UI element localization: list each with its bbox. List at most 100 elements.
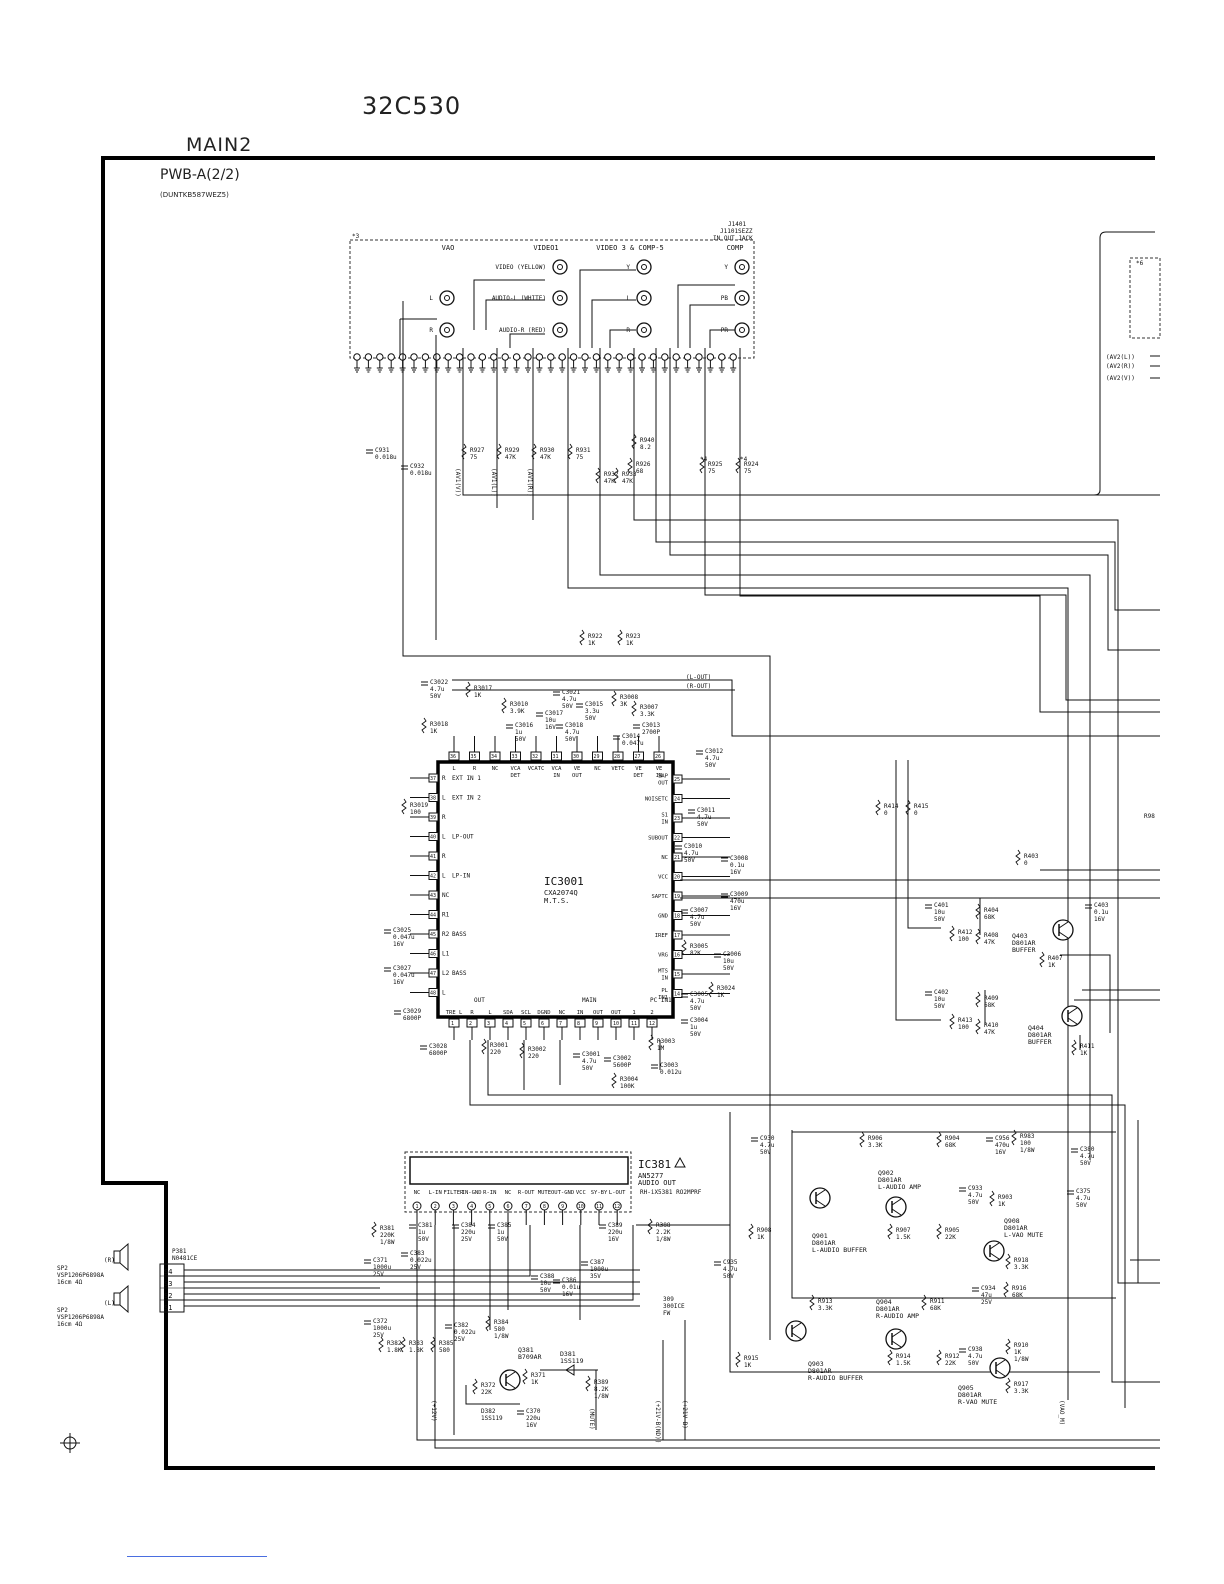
transistor-part: D801AR [812, 1239, 836, 1247]
resistor-icon [949, 925, 955, 942]
component-value: 50V [430, 693, 441, 700]
jack-connector-label: AUDIO-R (RED) [499, 327, 546, 334]
resistor-icon [887, 1223, 893, 1240]
component-value: 1M [657, 1045, 665, 1052]
component-value: 220 [490, 1049, 501, 1056]
ic3001-pin-number: 46 [430, 952, 436, 958]
component-value: 0 [1024, 860, 1028, 867]
ic381-pin-signal: OUT-GND [551, 1190, 574, 1196]
component-value: 25V [373, 1332, 384, 1339]
component-ref: C383 [410, 1250, 425, 1257]
ic3001-pin-number: 42 [430, 874, 436, 880]
ic3001-pin-signal: NC [492, 766, 499, 772]
component-ref: R411 [1080, 1043, 1095, 1050]
component-ref: C3018 [565, 722, 583, 729]
jack-connector-label: PB [721, 295, 729, 302]
net-label: (+21V-B) [681, 1400, 688, 1429]
speaker-pin-label: S1 [164, 1304, 172, 1312]
ic3001-pin-number: 2 [469, 1021, 472, 1027]
component-ref: R932 [604, 471, 619, 478]
component-ref: R409 [984, 995, 999, 1002]
component-ref: R408 [984, 932, 999, 939]
resistor-icon [809, 1294, 815, 1311]
component-ref: C370 [526, 1408, 541, 1415]
component-ref: R3018 [430, 721, 448, 728]
transistor-part: D801AR [876, 1305, 900, 1313]
ic381-pin-signal: L-OUT [609, 1190, 626, 1196]
component-ref: C3005 [690, 991, 708, 998]
component-value: 1/8W [1014, 1356, 1029, 1363]
jack-connector-icon [439, 322, 455, 338]
component-value: 100 [958, 936, 969, 943]
speaker-right-side: (R) [104, 1257, 115, 1264]
ic3001-pin-signal: VE [574, 766, 581, 772]
capacitor-icon [613, 735, 620, 740]
component-ref: R983 [1020, 1133, 1035, 1140]
ic3001-pin-signal: 1 [632, 1010, 635, 1016]
capacitor-icon [1071, 1148, 1078, 1153]
ic3001-pin-signal: VCA [552, 766, 563, 772]
component-value: 68K [984, 1002, 995, 1009]
ic3001-pin-signal: L2 [442, 970, 450, 977]
ic3001-pin-signal: VE [656, 766, 663, 772]
component-value: 3.3K [1014, 1264, 1029, 1271]
resistor-icon [975, 1018, 981, 1035]
ic3001-pin-signal: L [488, 1010, 492, 1016]
capacitor-icon [409, 1224, 416, 1229]
ic3001-pin-signal: SAP [658, 774, 669, 780]
speaker-left-spec: 16cm 4Ω [57, 1321, 83, 1328]
component-value: 1K [757, 1234, 765, 1241]
ic3001-pin-number: 36 [450, 754, 456, 760]
jack-connector-icon [734, 322, 750, 338]
transistor-icon [989, 1357, 1011, 1379]
component-ref: C371 [373, 1257, 388, 1264]
component-value: 1K [531, 1379, 539, 1386]
capacitor-icon [721, 857, 728, 862]
component-value: 1000u [373, 1264, 391, 1271]
resistor-icon [936, 1349, 942, 1366]
component-ref: R404 [984, 907, 999, 914]
ic3001-pin-number: 14 [674, 992, 680, 998]
component-ref: C3021 [562, 689, 580, 696]
component-value: 47K [622, 478, 633, 485]
component-ref: R904 [945, 1135, 960, 1142]
component-ref: C3010 [684, 843, 702, 850]
component-ref: R931 [576, 447, 591, 454]
jack-connector-icon [552, 322, 568, 338]
component-ref: C933 [968, 1185, 983, 1192]
component-ref: R913 [818, 1298, 833, 1305]
jack-group-label: VAO [442, 244, 455, 252]
component-value: 2700P [642, 729, 660, 736]
net-label: (VAO_M) [1058, 1400, 1065, 1425]
capacitor-icon [599, 1224, 606, 1229]
resistor-icon [708, 981, 714, 998]
ic3001-pin-number: 21 [674, 855, 680, 861]
ic3001-pin-number: 34 [491, 754, 497, 760]
ic3001-pin-number: 48 [430, 991, 436, 997]
transistor-part: D801AR [1028, 1031, 1052, 1039]
component-ref: R933 [622, 471, 637, 478]
ic3001-pin-number: 12 [649, 1021, 655, 1027]
ic3001-pin-number: 43 [430, 893, 436, 899]
component-value: 50V [562, 703, 573, 710]
resistor-icon [735, 457, 741, 474]
component-value: 10u [540, 1280, 551, 1287]
capacitor-icon [681, 909, 688, 914]
component-ref: R3001 [490, 1042, 508, 1049]
ic381-part: AN5277 [638, 1172, 663, 1180]
component-value: 35V [590, 1273, 601, 1280]
resistor-icon [522, 1368, 528, 1385]
ic3001-pin-signal: L [442, 834, 446, 841]
ic381-pins: NC1L-IN2FILTER3IN-GND4R-IN5NC6R-OUT7MUTE… [412, 1190, 626, 1225]
ic381-outline [404, 1151, 632, 1213]
jack-desc: IN OUT JACK [713, 235, 753, 242]
transistor-desc: BUFFER [1028, 1038, 1052, 1046]
ic3001-pin-number: 1 [451, 1021, 454, 1027]
component-value: 3.3K [818, 1305, 833, 1312]
component-ref: C3013 [642, 722, 660, 729]
component-value: 100K [620, 1083, 635, 1090]
sheet-title: MAIN2 [186, 134, 253, 156]
ic381-pin-signal: MUTE [538, 1190, 551, 1196]
component-value: 75 [708, 468, 716, 475]
resistor-icon [748, 1223, 754, 1240]
